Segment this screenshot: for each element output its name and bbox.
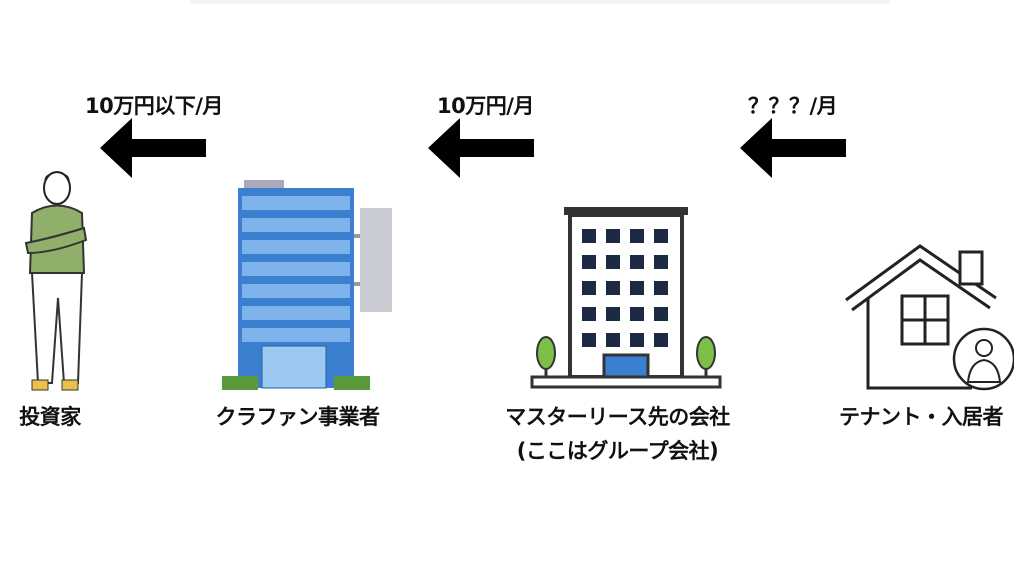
left-arrow-icon bbox=[428, 118, 534, 178]
flow-amount-crowdfunding: 10万円/月 bbox=[437, 94, 534, 118]
house-tenant-icon bbox=[845, 244, 1014, 391]
party-master-lease-label: マスターリース先の会社 bbox=[505, 405, 730, 429]
flow-amount-tenant: ？？？/月 bbox=[748, 94, 838, 118]
party-crowdfunding-label: クラファン事業者 bbox=[215, 405, 381, 429]
office-building-icon bbox=[222, 180, 392, 390]
left-arrow-icon bbox=[740, 118, 846, 178]
left-arrow-icon bbox=[100, 118, 206, 178]
party-master-lease-note: (ここはグループ会社) bbox=[516, 439, 719, 463]
divider bbox=[190, 0, 890, 4]
investor-person-icon bbox=[24, 171, 88, 391]
apartment-building-icon bbox=[530, 207, 722, 389]
flow-amount-investor: 10万円以下/月 bbox=[85, 94, 223, 118]
party-investor-label: 投資家 bbox=[19, 405, 81, 429]
party-tenant-label: テナント・入居者 bbox=[839, 405, 1004, 429]
